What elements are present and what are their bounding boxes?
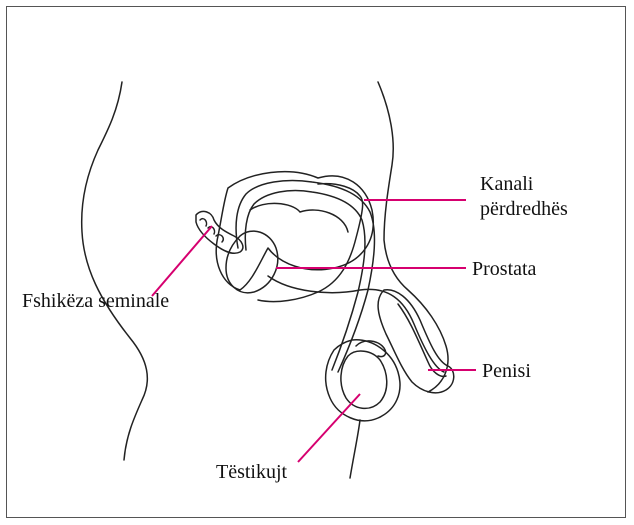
body-front-outline — [378, 82, 448, 392]
penis-inner — [398, 304, 446, 376]
thigh-outline — [350, 420, 360, 478]
bladder-outline — [216, 172, 373, 290]
testicle-shape — [341, 351, 387, 408]
penis-outline — [378, 290, 454, 393]
label-testicles: Tëstikujt — [216, 461, 288, 483]
label-penis: Penisi — [482, 360, 531, 382]
vas-deferens-tube-2 — [245, 191, 365, 371]
label-vas-deferens-line2: përdredhës — [480, 198, 568, 220]
urethra-line — [268, 276, 444, 372]
leader-seminal-vesicle — [152, 226, 212, 296]
prostate-shape — [226, 231, 278, 293]
label-vas-deferens-line1: Kanali — [480, 173, 534, 195]
bladder-inner — [250, 203, 348, 232]
leader-testicles — [298, 394, 360, 462]
body-back-outline — [82, 82, 148, 460]
label-seminal-vesicle: Fshikëza seminale — [22, 290, 169, 312]
label-prostate: Prostata — [472, 258, 537, 280]
